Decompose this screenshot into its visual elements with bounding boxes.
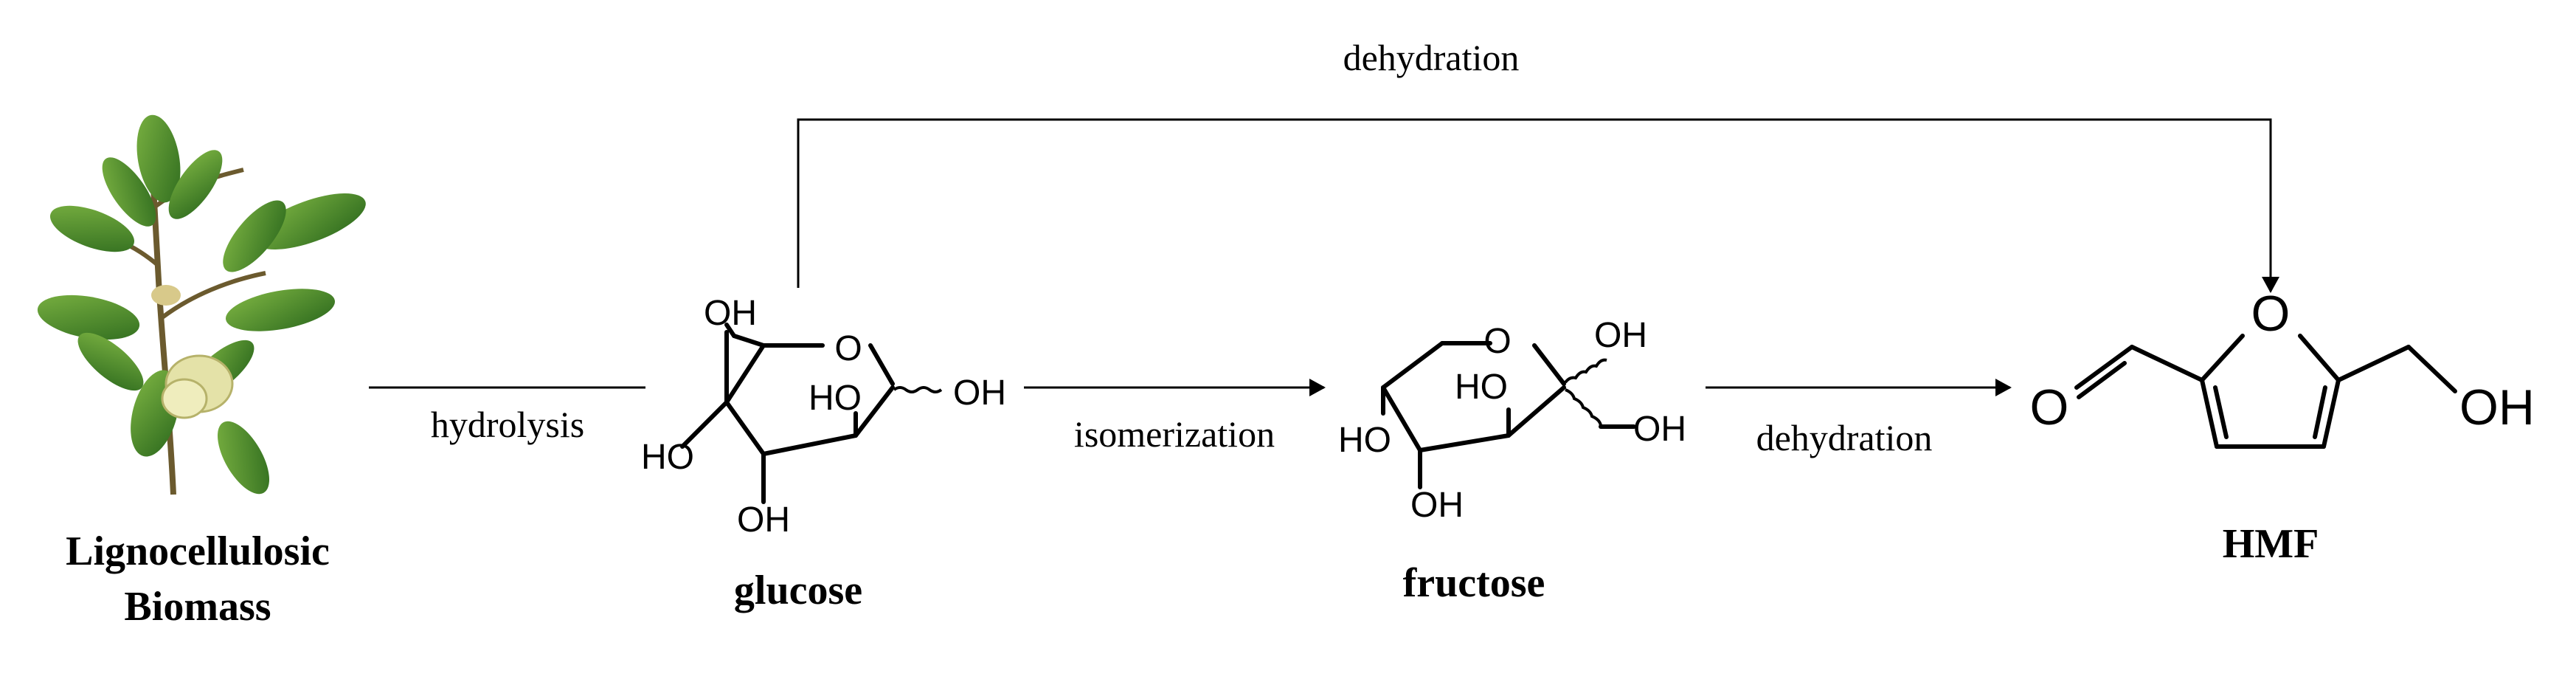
fructose-structure xyxy=(1381,341,1636,489)
hmf-ring-o: O xyxy=(2251,286,2291,342)
glucose-ho-inner: HO xyxy=(809,379,862,418)
fructose-label: fructose xyxy=(1403,560,1545,606)
biomass-label-line2: Biomass xyxy=(124,584,271,630)
fructose-ring-o: O xyxy=(1483,322,1511,361)
fructose-oh-anomeric: OH xyxy=(1594,316,1647,355)
hmf-label: HMF xyxy=(2223,521,2319,567)
glucose-ring-o: O xyxy=(834,329,862,368)
glucose-structure xyxy=(680,323,943,504)
hmf-oh: OH xyxy=(2459,379,2535,435)
fructose-ho-left: HO xyxy=(1338,421,1391,460)
fructose-ho-inner: HO xyxy=(1455,368,1508,407)
hmf-structure xyxy=(2074,334,2457,449)
dehydration-top-arrow xyxy=(797,118,2279,293)
isomerization-label: isomerization xyxy=(1074,413,1275,455)
glucose-oh-top: OH xyxy=(704,294,757,333)
glucose-ho-left: HO xyxy=(641,438,694,477)
hmf-carbonyl-o: O xyxy=(2030,379,2069,435)
biomass-label-line1: Lignocellulosic xyxy=(66,528,330,574)
fructose-oh-bottom: OH xyxy=(1410,486,1464,525)
glucose-oh-bottom: OH xyxy=(737,500,790,540)
hydrolysis-label: hydrolysis xyxy=(431,404,584,445)
leafy-plant-branch-icon xyxy=(37,114,366,495)
dehydration-bottom-label: dehydration xyxy=(1756,417,1933,458)
fructose-oh-ch2: OH xyxy=(1633,410,1686,449)
glucose-label: glucose xyxy=(734,568,862,613)
glucose-oh-anomeric: OH xyxy=(953,373,1006,413)
dehydration-top-label: dehydration xyxy=(1343,37,1520,78)
